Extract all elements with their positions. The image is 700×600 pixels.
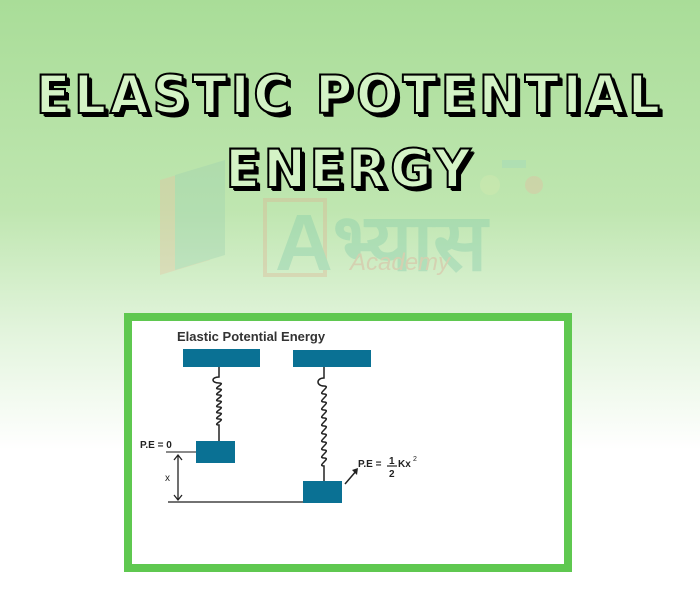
right-mass-block (303, 481, 342, 503)
left-spring (212, 367, 222, 441)
pe-formula-denominator: 2 (389, 469, 395, 480)
right-support (293, 350, 371, 367)
x-label: x (165, 473, 170, 484)
left-mass-block (196, 441, 235, 463)
right-spring (317, 367, 327, 481)
diagram-heading: Elastic Potential Energy (177, 329, 326, 344)
pe-formula-exponent: 2 (413, 456, 417, 463)
pe-zero-label: P.E = 0 (140, 440, 172, 451)
watermark-brand: Aभ्यास (275, 198, 490, 280)
watermark-sub: Academy (348, 249, 452, 276)
pe-formula-kx: Kx (398, 459, 411, 470)
diagram-frame: Elastic Potential Energy P.E = 0 x P.E =… (124, 313, 572, 572)
page-title-line1: ELASTIC POTENTIAL (35, 64, 665, 127)
page-title-line2: ENERGY (225, 138, 475, 201)
left-support (183, 349, 260, 367)
pe-formula-numerator: 1 (389, 456, 395, 467)
pe-formula-prefix: P.E = (358, 459, 382, 470)
spring-diagram: Elastic Potential Energy P.E = 0 x P.E =… (140, 329, 417, 503)
